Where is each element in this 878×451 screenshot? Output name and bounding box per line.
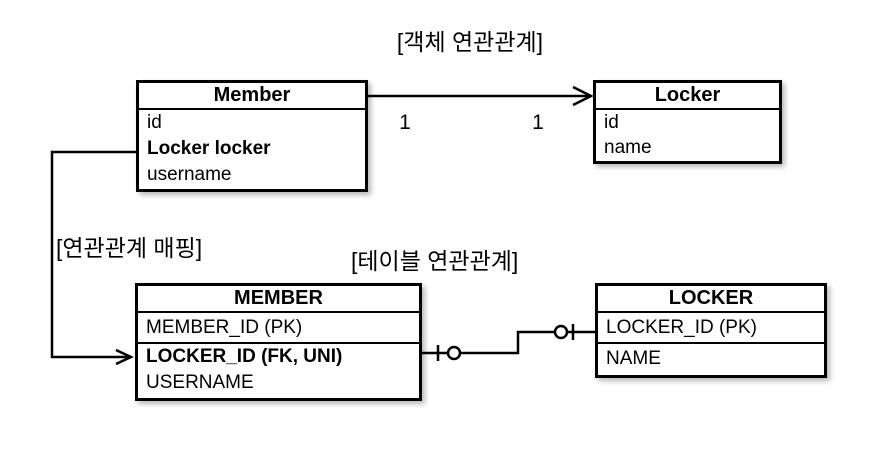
member-table-title: MEMBER <box>138 286 419 313</box>
locker-column-name: NAME <box>606 348 661 369</box>
table-association-label: [테이블 연관관계] <box>351 248 519 274</box>
locker-field-name: name <box>604 137 652 158</box>
locker-table-title: LOCKER <box>598 286 824 313</box>
member-field-username: username <box>147 164 232 185</box>
locker-side-zero-circle-icon <box>553 324 569 340</box>
multiplicity-source: 1 <box>399 111 411 134</box>
locker-field-id: id <box>604 112 619 133</box>
member-column-member-id: MEMBER_ID (PK) <box>138 313 419 344</box>
member-field-locker: Locker locker <box>147 138 271 159</box>
mapping-arrowhead-icon <box>115 348 134 366</box>
object-association-label: [객체 연관관계] <box>396 29 544 55</box>
locker-class-title: Locker <box>596 83 779 110</box>
member-class-title: Member <box>139 83 365 110</box>
object-association-arrowhead-icon <box>572 85 594 107</box>
member-field-id: id <box>147 112 162 133</box>
member-side-zero-circle-icon <box>446 345 462 361</box>
member-class-box: Member id Locker locker username <box>136 80 368 192</box>
multiplicity-target: 1 <box>532 111 544 134</box>
association-mapping-label: [연관관계 매핑] <box>56 235 203 261</box>
mapping-line <box>50 150 136 359</box>
locker-class-box: Locker id name <box>593 80 782 164</box>
member-column-username: USERNAME <box>146 372 254 393</box>
locker-column-locker-id: LOCKER_ID (PK) <box>598 313 824 344</box>
member-column-locker-id: LOCKER_ID (FK, UNI) <box>146 346 343 367</box>
locker-table-box: LOCKER LOCKER_ID (PK) NAME <box>595 283 827 378</box>
member-table-box: MEMBER MEMBER_ID (PK) LOCKER_ID (FK, UNI… <box>135 283 422 401</box>
